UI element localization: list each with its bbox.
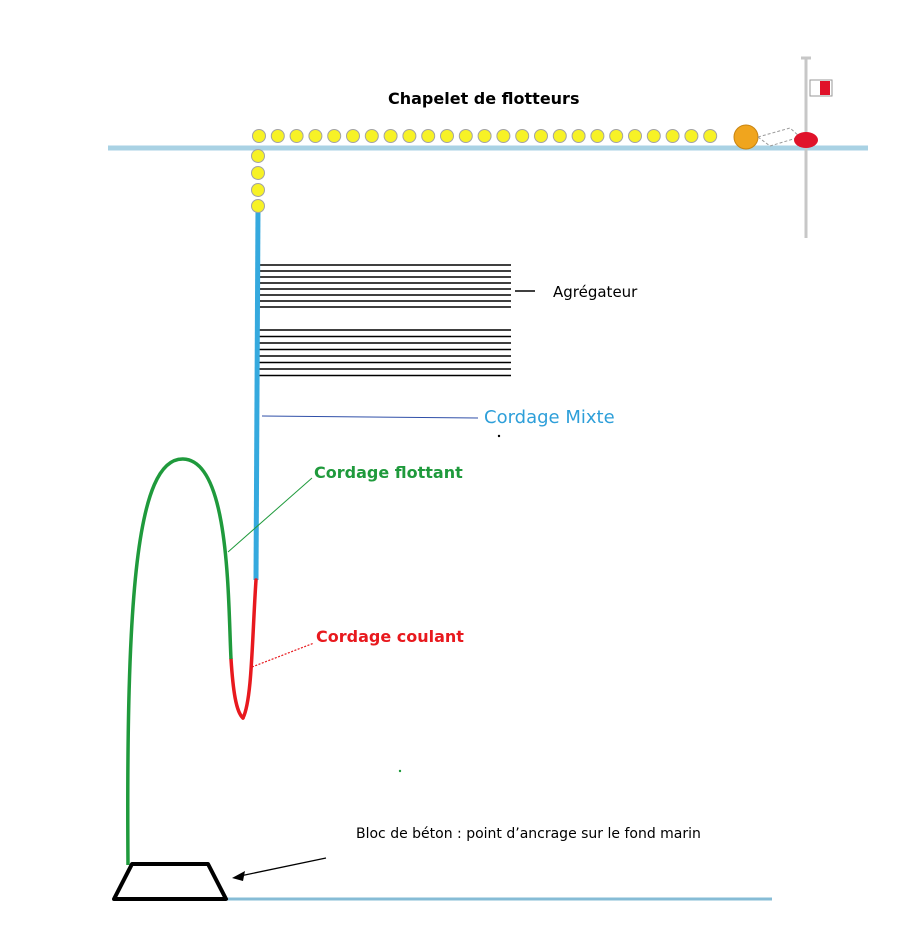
- leader-lines: [227, 290, 535, 881]
- cordage-mixte-label: Cordage Mixte: [484, 407, 615, 428]
- cordage-flottant-label: Cordage flottant: [314, 463, 463, 482]
- stray-dot-green: [398, 769, 402, 773]
- concrete-block-shape: [112, 862, 228, 901]
- float-15: [534, 129, 548, 143]
- rope-coulant-right: [241, 578, 258, 720]
- float-16: [552, 129, 567, 143]
- aggregator-lines: [259, 264, 511, 377]
- float-10: [440, 129, 454, 143]
- float-9: [421, 129, 436, 143]
- float-28: [251, 199, 265, 213]
- float-25: [251, 149, 265, 163]
- stray-dot: [497, 434, 501, 438]
- float-27: [251, 183, 265, 197]
- float-6: [364, 129, 379, 143]
- float-7: [383, 129, 398, 143]
- rope-coulant-left: [229, 657, 245, 720]
- float-4: [327, 129, 342, 143]
- float-14: [515, 129, 530, 143]
- agregateur-label: Agrégateur: [553, 283, 638, 301]
- float-3: [308, 129, 323, 143]
- orange-buoy: [733, 124, 759, 150]
- float-1: [270, 129, 285, 143]
- float-5: [346, 129, 360, 143]
- float-23: [684, 129, 699, 143]
- float-string: [251, 129, 718, 213]
- cordage-coulant-label: Cordage coulant: [316, 627, 464, 646]
- ropes: [126, 206, 261, 866]
- float-19: [609, 129, 624, 143]
- float-17: [571, 129, 586, 143]
- buoys: [733, 124, 818, 150]
- float-11: [458, 129, 473, 143]
- bloc-beton-label: Bloc de béton : point d’ancrage sur le f…: [356, 826, 701, 842]
- leader-coulant: [251, 642, 315, 668]
- float-21: [646, 129, 661, 143]
- float-8: [402, 129, 417, 143]
- chapelet-label: Chapelet de flotteurs: [388, 89, 580, 108]
- flag-red-stripe: [820, 81, 830, 95]
- float-12: [477, 129, 492, 143]
- leader-bloc-arrow-shaft: [239, 857, 327, 877]
- buoy-connector: [756, 127, 801, 147]
- rope-mixte: [253, 206, 261, 581]
- concrete-block: [112, 862, 228, 901]
- leader-flottant: [227, 477, 313, 553]
- float-13: [496, 129, 511, 143]
- float-24: [703, 129, 718, 143]
- leader-bloc-arrowhead: [232, 871, 245, 881]
- rope-flottant: [126, 457, 233, 866]
- red-buoy: [794, 132, 818, 148]
- float-20: [628, 129, 642, 143]
- float-22: [665, 129, 680, 143]
- float-18: [590, 129, 605, 143]
- float-0: [252, 129, 266, 143]
- float-2: [289, 129, 304, 143]
- float-26: [251, 166, 265, 180]
- leader-mixte: [261, 415, 479, 419]
